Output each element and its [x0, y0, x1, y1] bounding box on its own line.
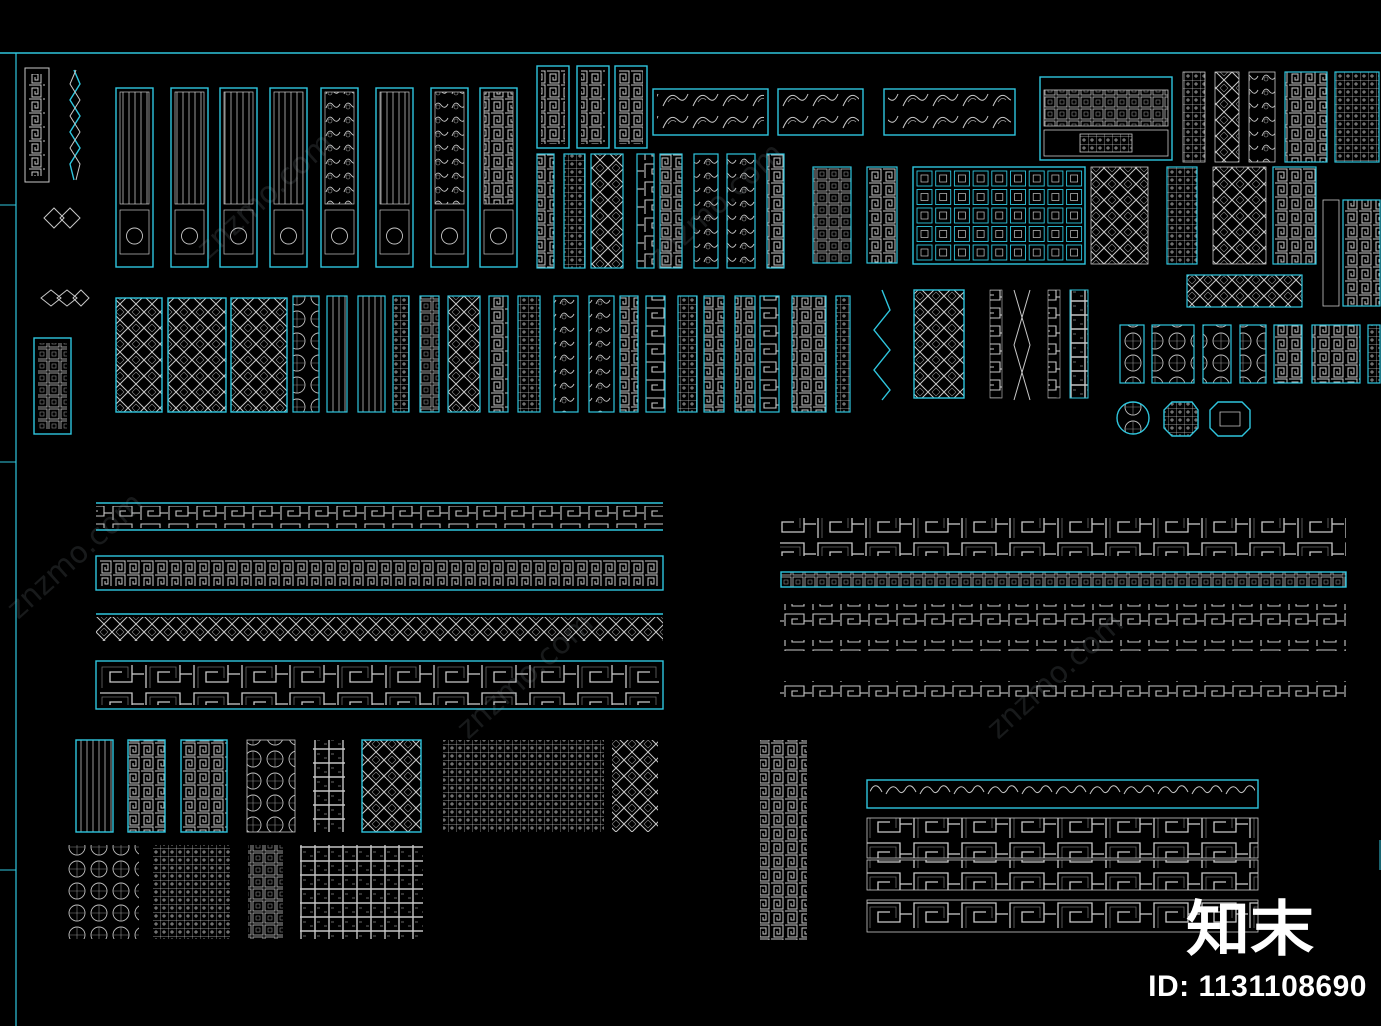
- frieze-right-group: [780, 518, 1347, 697]
- door-panel: [219, 87, 258, 268]
- frieze-left-group: [95, 502, 664, 710]
- narrow-panel: [590, 153, 624, 269]
- small-lattice-panel: [24, 67, 50, 183]
- side-panel: [33, 337, 72, 435]
- narrow-panel: [636, 153, 655, 269]
- door-panels-row: [115, 87, 518, 268]
- door-panel: [479, 87, 518, 268]
- carved-leaf-panels: [652, 88, 1016, 136]
- narrow-panel: [791, 295, 827, 413]
- narrow-panel: [693, 153, 719, 269]
- narrow-panel: [835, 295, 851, 413]
- door-panel: [430, 87, 469, 268]
- narrow-panel: [619, 295, 639, 413]
- narrow-panel: [357, 295, 386, 413]
- column-ornaments: [873, 289, 1089, 401]
- brand-logo-text: 知末: [1186, 895, 1314, 960]
- narrow-panels-row: [536, 153, 785, 269]
- narrow-panel: [759, 295, 780, 413]
- narrow-panel: [703, 295, 725, 413]
- narrow-panels-row-2: [292, 295, 851, 413]
- narrow-panel: [726, 153, 756, 269]
- round-window-panels: [1116, 324, 1381, 437]
- narrow-panel: [766, 153, 785, 269]
- narrow-panel: [659, 153, 683, 269]
- diamond-lattice-panels: [115, 297, 288, 413]
- brand-logo: 知末: [1186, 895, 1314, 960]
- window-panel-group: [536, 65, 648, 149]
- narrow-panel: [447, 295, 481, 413]
- narrow-panel: [392, 295, 410, 413]
- door-panel: [115, 87, 154, 268]
- door-panel: [269, 87, 308, 268]
- narrow-panel: [677, 295, 698, 413]
- lattice-strip-group-top-right: [1182, 71, 1380, 163]
- narrow-panel: [563, 153, 586, 269]
- narrow-panel: [488, 295, 509, 413]
- sheet-frame: [0, 52, 1381, 1026]
- door-panel: [320, 87, 359, 268]
- narrow-panel: [536, 153, 555, 269]
- bottom-lattice-panels: [64, 739, 807, 940]
- narrow-panel: [419, 295, 440, 413]
- ornament-knot: [40, 207, 90, 307]
- narrow-panel: [517, 295, 541, 413]
- door-panel: [375, 87, 414, 268]
- narrow-panel: [326, 295, 348, 413]
- narrow-panel: [645, 295, 666, 413]
- lattice-panels-mid-right: [812, 166, 1381, 308]
- id-label: ID: 1131108690: [1148, 970, 1367, 1003]
- narrow-panel: [734, 295, 756, 413]
- baluster-column: [69, 69, 81, 181]
- cabinet-elevation: [1039, 76, 1173, 161]
- square-grid-panel: [912, 166, 1086, 265]
- narrow-panel: [588, 295, 615, 413]
- narrow-panel: [553, 295, 579, 413]
- bottom-right-frieze: [866, 779, 1259, 933]
- narrow-panel: [292, 295, 320, 413]
- door-panel: [170, 87, 209, 268]
